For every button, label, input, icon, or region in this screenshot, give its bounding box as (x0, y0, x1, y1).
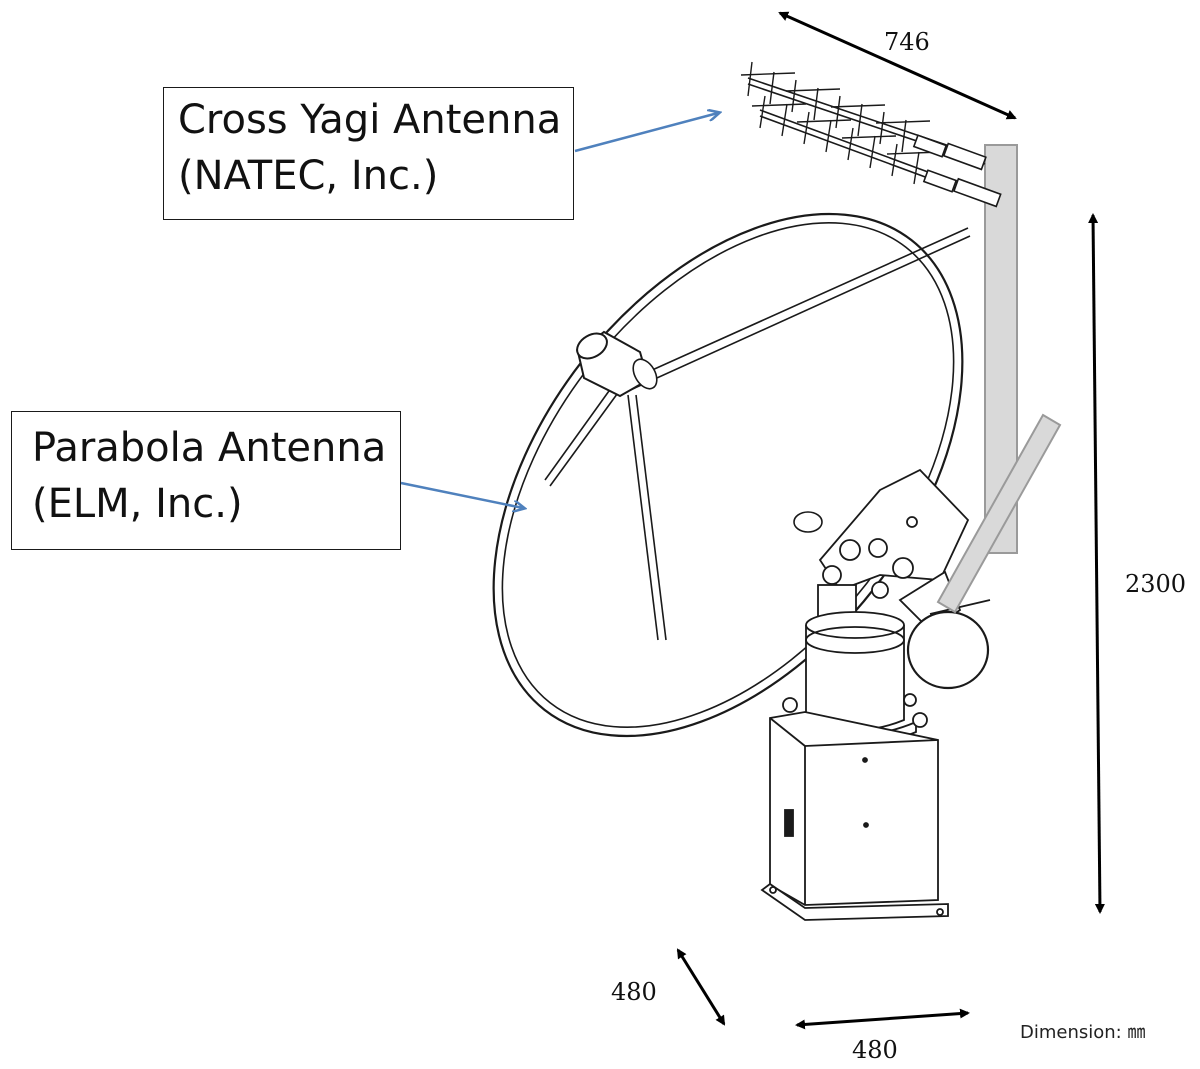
dimension-base-depth: 480 (611, 978, 657, 1006)
parabola-maker: (ELM, Inc.) (32, 481, 243, 527)
dimension-yagi-length: 746 (884, 28, 930, 56)
cross-yagi-label: Cross Yagi Antenna (178, 97, 562, 143)
cross-yagi-label-box: Cross Yagi Antenna (NATEC, Inc.) (163, 87, 574, 220)
dim-arrow-2300 (1088, 213, 1105, 914)
dim-arrow-480-width (795, 1008, 970, 1030)
rotator-mount (817, 468, 991, 690)
yagi-pointer-arrow (574, 113, 718, 153)
pointer-arrows (400, 113, 718, 508)
parabola-pointer-arrow (400, 481, 523, 508)
cross-yagi-antenna (740, 61, 1002, 208)
cross-yagi-maker: (NATEC, Inc.) (178, 153, 439, 199)
parabola-label-box: Parabola Antenna (ELM, Inc.) (11, 411, 401, 550)
mast (984, 144, 1018, 554)
parabola-antenna (492, 212, 971, 738)
dimension-height: 2300 (1125, 570, 1187, 598)
dimension-arrows (676, 11, 1105, 1030)
base-box (760, 711, 949, 921)
dim-arrow-480-depth (676, 948, 726, 1026)
dimension-unit-note: Dimension: ㎜ (1020, 1022, 1146, 1043)
support-arm (936, 413, 1062, 614)
parabola-label: Parabola Antenna (32, 425, 387, 471)
dim-arrow-746 (778, 11, 1017, 120)
dimension-base-width: 480 (852, 1036, 898, 1064)
